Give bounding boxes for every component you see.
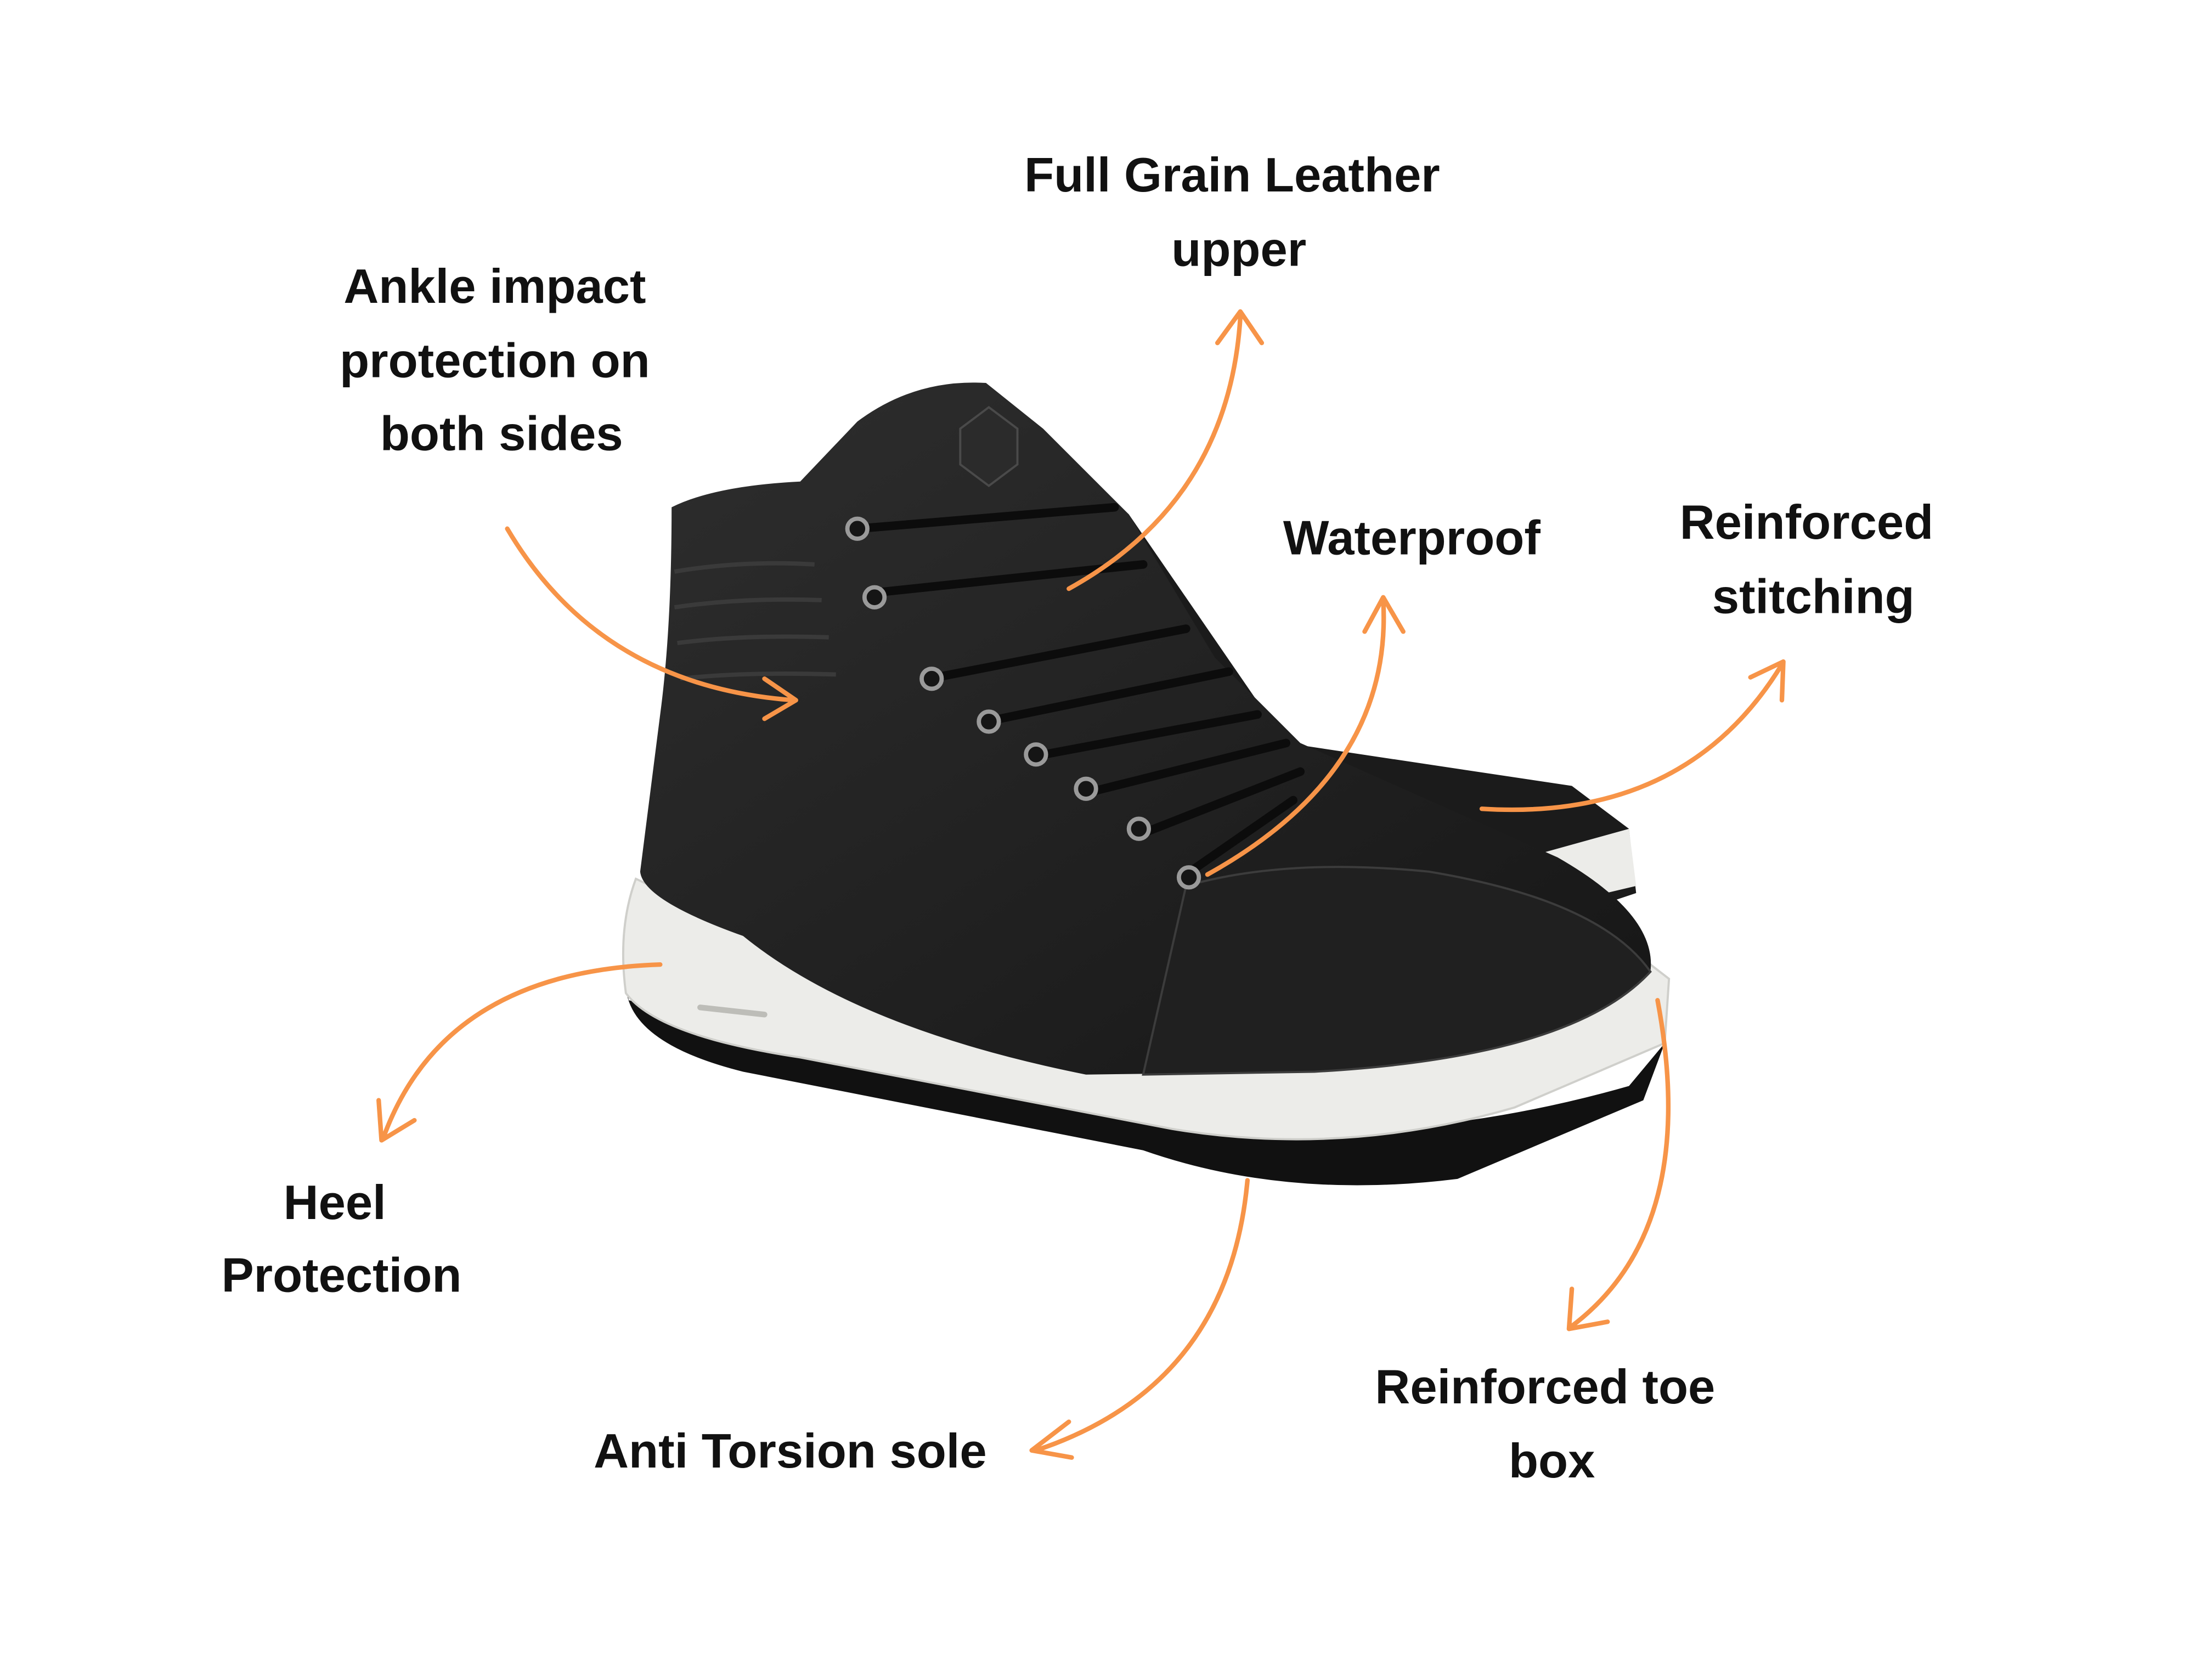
arrow-ankle (505, 526, 798, 721)
arrow-leather (1066, 309, 1265, 591)
label-line: both sides (380, 406, 623, 460)
label-line: protection on (340, 334, 650, 388)
label-line: Protection (222, 1248, 462, 1302)
collar-padding (674, 561, 836, 681)
boot-image (622, 382, 1671, 1186)
label-heel-protection: Heel Protection (222, 1175, 462, 1302)
label-reinforced-stitching: Reinforced stitching (1680, 495, 1947, 623)
eyelets (845, 516, 1201, 890)
callout-arrows (376, 309, 1786, 1460)
rear-boot (1029, 421, 1637, 915)
label-reinforced-toe-box: Reinforced toe box (1375, 1359, 1729, 1488)
label-line: Anti Torsion sole (594, 1424, 987, 1478)
label-line: Heel (284, 1175, 386, 1229)
laces (853, 503, 1305, 879)
arrow-stitching (1479, 659, 1786, 812)
label-line: box (1509, 1434, 1595, 1488)
heel-vent (697, 1005, 768, 1018)
label-anti-torsion-sole: Anti Torsion sole (594, 1424, 987, 1478)
label-waterproof: Waterproof (1283, 511, 1541, 565)
label-line: Waterproof (1283, 511, 1541, 565)
arrow-sole (1029, 1178, 1250, 1460)
label-line: Ankle impact (343, 259, 646, 313)
label-line: upper (1171, 222, 1306, 276)
outsole (625, 986, 1665, 1186)
tongue-logo (959, 405, 1019, 488)
label-full-grain-leather: Full Grain Leather upper (1024, 148, 1453, 276)
toe-cap (1142, 866, 1652, 1076)
label-ankle-protection: Ankle impact protection on both sides (340, 259, 663, 460)
arrow-waterproof (1205, 595, 1406, 877)
label-line: Reinforced (1680, 495, 1933, 549)
arrow-heel (376, 962, 663, 1143)
label-line: Reinforced toe (1375, 1359, 1715, 1414)
label-line: Full Grain Leather (1024, 148, 1440, 202)
arrow-toe (1566, 998, 1671, 1331)
label-line: stitching (1712, 569, 1915, 623)
